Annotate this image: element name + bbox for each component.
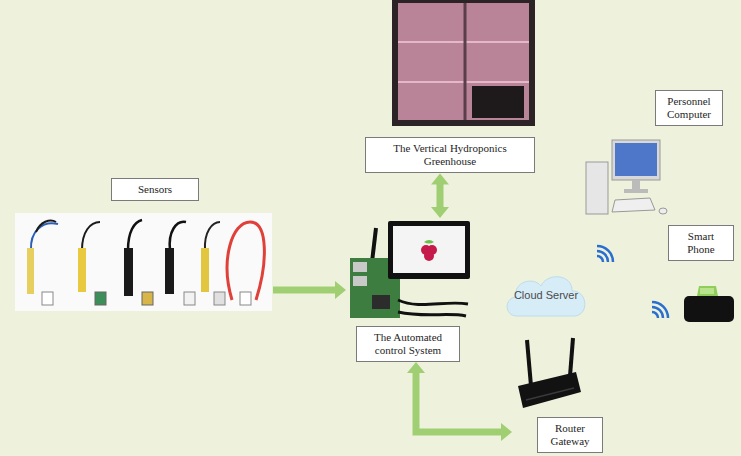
greenhouse-photo-part	[464, 3, 467, 120]
computer-photo-part	[659, 208, 667, 214]
phone-label-box: Smart Phone	[668, 225, 734, 261]
sensor-photo-part	[15, 213, 272, 311]
greenhouse-photo-part	[392, 0, 535, 126]
connector-line	[416, 372, 502, 432]
label-box: Sensors	[111, 178, 199, 201]
computer-photo-part	[632, 180, 640, 190]
raspberry-pi-photo-part	[424, 251, 434, 261]
connector-arrow	[273, 281, 346, 299]
raspberry-pi-photo-part	[353, 262, 367, 272]
raspberry-pi-photo	[350, 221, 470, 318]
wifi-symbol-part	[652, 302, 668, 318]
raspberry-pi-photo-part	[388, 221, 470, 279]
connector-arrow	[431, 173, 449, 218]
phone-photo	[684, 286, 734, 322]
cloud-outline	[507, 277, 585, 316]
computer-label-box: Personnel Computer	[655, 90, 723, 126]
sensor-photo-part	[214, 292, 225, 305]
label-box: Router Gateway	[537, 417, 603, 453]
router-photo-part	[526, 388, 574, 400]
wifi-symbol-part	[597, 256, 603, 262]
sensor-photo-part	[142, 292, 153, 305]
sensor-photo-part	[124, 248, 133, 296]
sensor-photo-part	[36, 220, 56, 232]
greenhouse-label-box: The Vertical Hydroponics Greenhouse	[365, 137, 535, 173]
raspberry-pi-photo-part	[398, 312, 466, 316]
phone-photo-part	[700, 288, 714, 294]
sensor-photo-part	[42, 292, 53, 305]
arrow-head	[501, 423, 512, 441]
raspberry-pi-photo-part	[393, 226, 465, 273]
router-node: Router Gateway	[512, 335, 604, 453]
router-photo-part	[518, 372, 581, 408]
connector-line	[273, 287, 336, 294]
sensor-photo-part	[78, 248, 86, 292]
sensor-photo-part	[165, 248, 174, 294]
router-photo-part	[570, 338, 573, 376]
sensor-photo-part	[227, 222, 264, 300]
raspberry-pi-photo-part	[372, 228, 376, 262]
raspberry-pi-photo-part	[398, 300, 468, 305]
raspberry-pi-photo-part	[424, 240, 434, 244]
sensors-node: Sensors	[15, 175, 273, 315]
connector-line	[437, 183, 444, 208]
node-text: The Automated control System	[361, 331, 455, 357]
arrow-head	[431, 207, 449, 218]
node-text: Router Gateway	[542, 422, 598, 448]
wifi-symbol-part	[597, 251, 608, 262]
computer-photo-part	[624, 189, 648, 193]
router-photo	[518, 338, 581, 408]
sensor-photo-part	[205, 222, 220, 250]
sensor-photo-part	[95, 292, 106, 305]
computer-photo-part	[612, 198, 655, 212]
sensor-photo-part	[31, 223, 58, 250]
sensor-photo-part	[27, 248, 34, 294]
computer-photo-part	[586, 162, 608, 214]
greenhouse-photo-part	[472, 86, 524, 118]
phone-photo-part	[697, 286, 718, 296]
node-text: Sensors	[116, 183, 194, 196]
wifi-symbol-part	[652, 312, 658, 318]
computer-photo-part	[615, 143, 657, 176]
wifi-symbol	[652, 302, 668, 318]
arrow-head	[431, 173, 449, 184]
sensor-photo-part	[240, 292, 251, 305]
sensor-photo-part	[82, 222, 100, 250]
arrow-head	[407, 362, 425, 373]
sensor-photo-part	[170, 222, 186, 250]
node-text: Personnel Computer	[660, 95, 718, 121]
wifi-symbol-part	[652, 307, 663, 318]
control-system-node: The Automated control System	[346, 218, 470, 362]
greenhouse-photo-part	[398, 3, 529, 120]
sensor-photo-part	[128, 220, 142, 250]
wifi-symbol	[597, 246, 613, 262]
node-text: Smart Phone	[673, 230, 729, 256]
node-text: Cloud Server	[514, 289, 578, 301]
sensor-photo-part	[201, 248, 209, 292]
cloud-node: Cloud Server	[503, 270, 589, 320]
computer-photo-part	[612, 140, 660, 180]
raspberry-pi-photo-part	[372, 295, 390, 309]
wifi-symbol-part	[597, 246, 613, 262]
phone-photo-part	[684, 296, 734, 322]
raspberry-pi-photo-part	[353, 276, 367, 286]
label-box: The Automated control System	[356, 326, 460, 362]
connector-arrow	[407, 362, 512, 441]
arrow-head	[335, 281, 346, 299]
sensor-photo	[15, 213, 272, 311]
node-text: The Vertical Hydroponics Greenhouse	[370, 142, 530, 168]
sensor-photo-part	[184, 292, 195, 305]
router-photo-part	[527, 340, 531, 386]
greenhouse-photo	[392, 0, 535, 126]
computer-photo	[586, 140, 667, 214]
